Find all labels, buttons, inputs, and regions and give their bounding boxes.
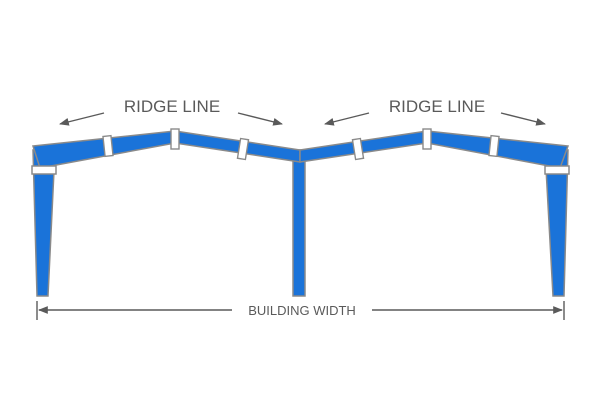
building-width-label: BUILDING WIDTH [248, 303, 356, 318]
ridge-arrow-right-outer [500, 112, 546, 126]
ridge-arrow-right-inner [324, 112, 370, 126]
right-knee-plate [544, 165, 570, 175]
splice-plate-right-2 [488, 134, 500, 158]
ridge-line-label-right: RIDGE LINE [389, 97, 485, 116]
splice-plate-left-2 [236, 137, 250, 161]
left-rafter [32, 130, 301, 169]
splice-plate-left-ridge [170, 128, 180, 150]
splice-plate-right-1 [351, 137, 365, 161]
ridge-arrow-left-outer [59, 112, 105, 126]
splice-plate-right-ridge [422, 128, 432, 150]
ridge-line-label-left: RIDGE LINE [124, 97, 220, 116]
ridge-arrow-left-inner [237, 112, 283, 126]
splice-plate-left-1 [102, 134, 114, 158]
right-rafter [299, 130, 570, 169]
center-column [292, 149, 306, 297]
left-knee-plate [31, 165, 57, 175]
